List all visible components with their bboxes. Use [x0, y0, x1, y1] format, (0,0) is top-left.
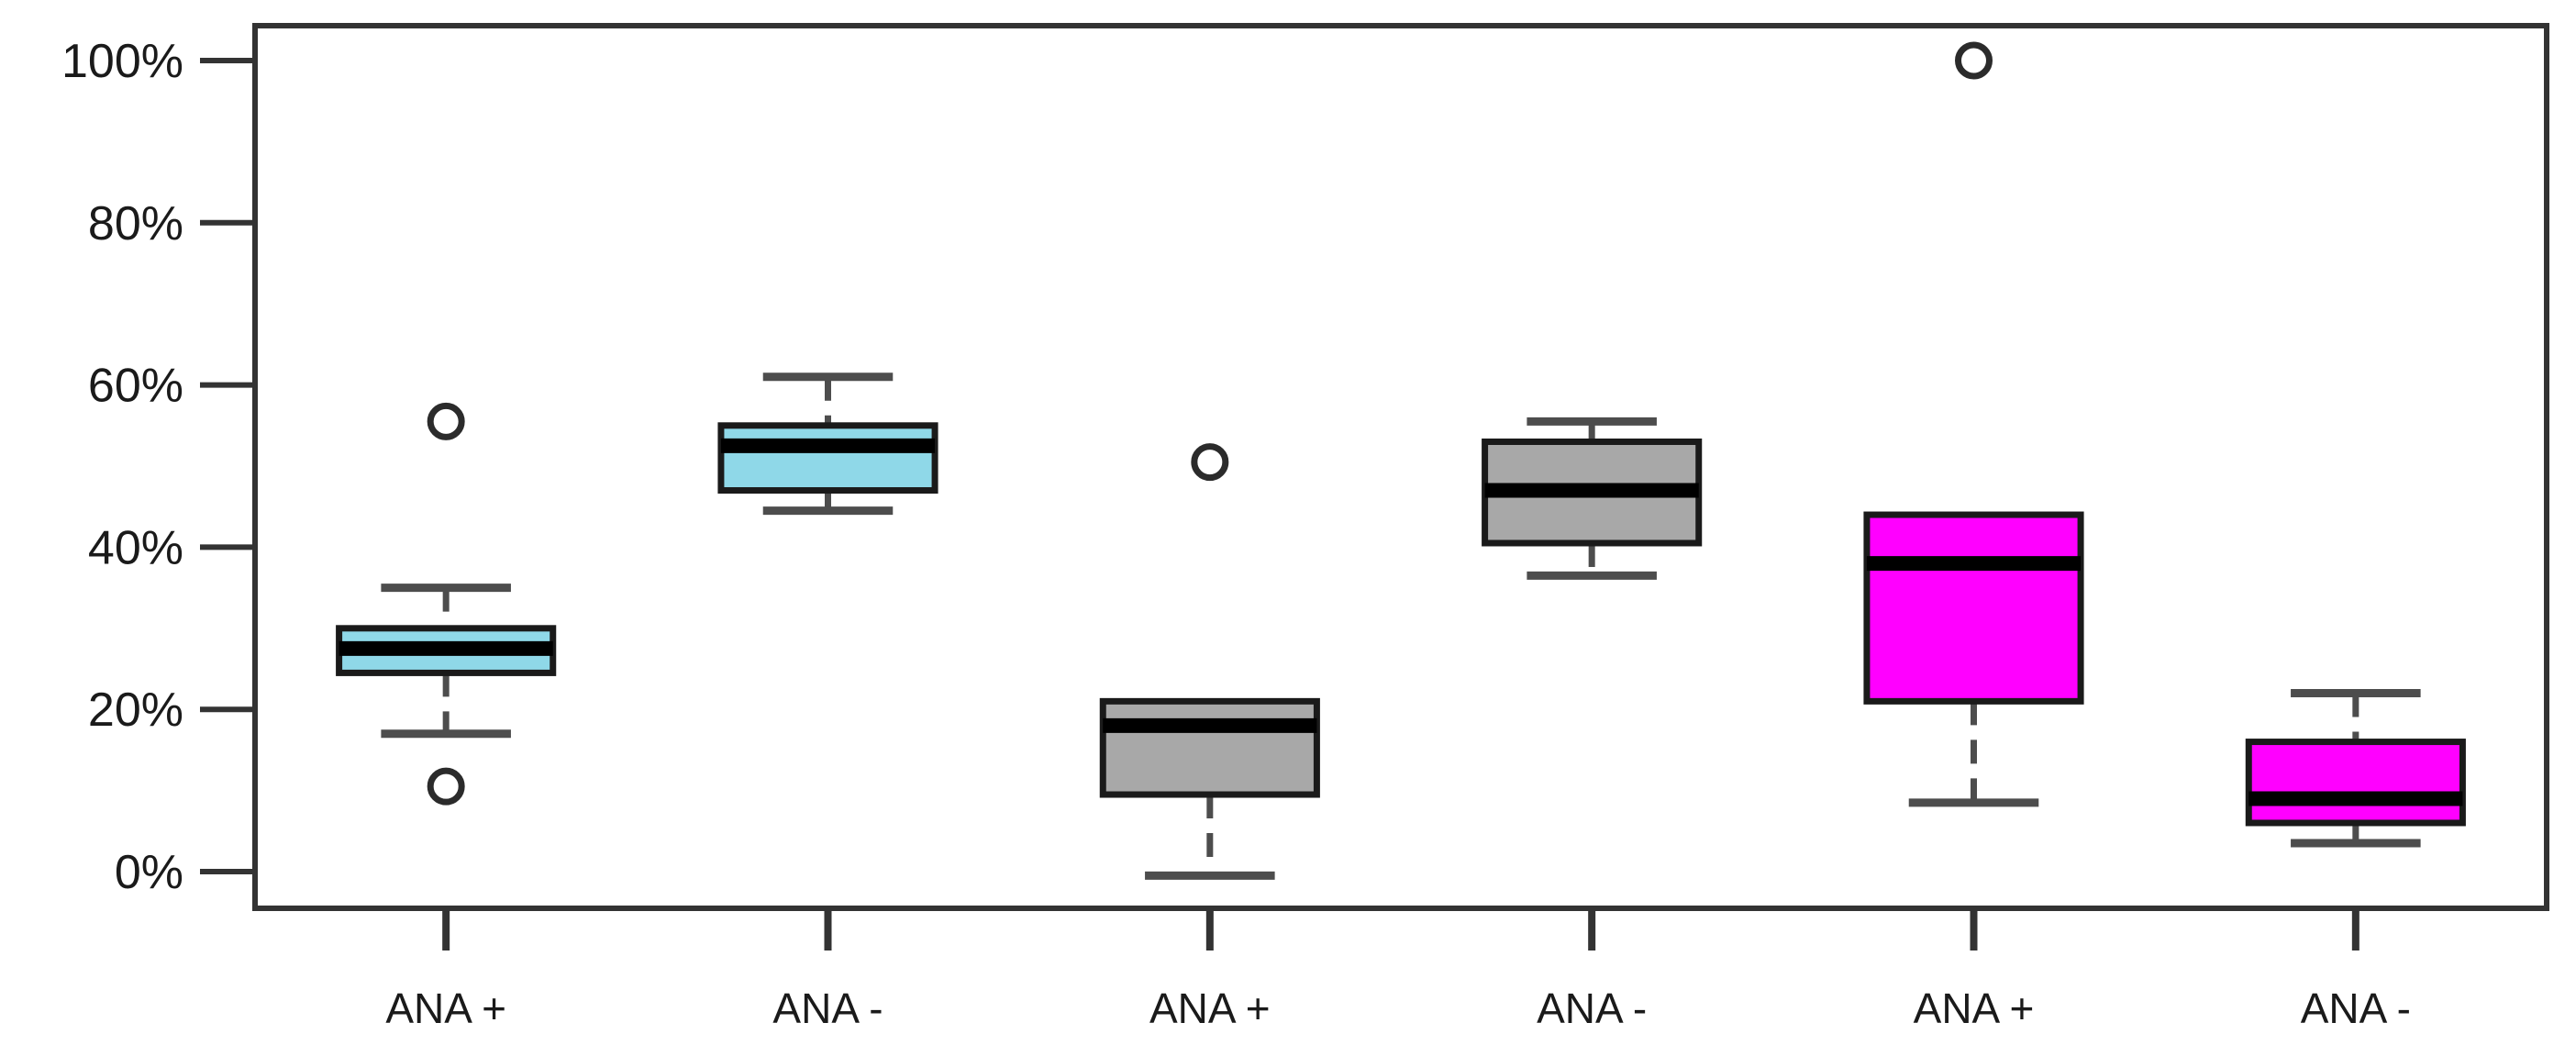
box-iqr [1863, 511, 2084, 705]
y-tick-label: 0% [115, 846, 183, 899]
box-iqr [1099, 697, 1320, 798]
x-category-label: ANA - [772, 984, 883, 1032]
box-plot-series [336, 41, 2466, 880]
x-category-label: ANA + [1149, 984, 1271, 1032]
y-tick-label: 100% [61, 35, 183, 88]
y-tick-label: 80% [88, 197, 183, 250]
outlier-point [427, 402, 465, 440]
box-plot-group [2245, 689, 2466, 848]
plot-area-frame [252, 23, 2549, 911]
x-category-label: ANA - [2301, 984, 2411, 1032]
box-plot-group [1863, 41, 2084, 807]
y-axis-tick-labels: 100% 80% 60% 40% 20% 0% [61, 35, 183, 899]
x-category-label: ANA + [1914, 984, 2035, 1032]
y-tick-label: 40% [88, 521, 183, 574]
outlier-point [1191, 443, 1229, 482]
x-category-label: ANA + [385, 984, 506, 1032]
outlier-point [427, 767, 465, 806]
y-tick-label: 60% [88, 360, 183, 413]
x-category-label: ANA - [1537, 984, 1647, 1032]
box-plot-group [1099, 443, 1320, 880]
box-plot-group [336, 402, 557, 806]
x-axis-category-labels: ANA + ANA - ANA + ANA - ANA + ANA - [385, 984, 2411, 1032]
box-plot-group [717, 372, 938, 516]
y-tick-label: 20% [88, 684, 183, 737]
box-plot-group [1482, 417, 1703, 580]
box-iqr [2245, 739, 2466, 827]
outlier-point [1955, 41, 1993, 80]
box-iqr [717, 422, 938, 495]
y-axis-tick-marks [200, 58, 255, 874]
x-axis-tick-marks [442, 908, 2359, 951]
